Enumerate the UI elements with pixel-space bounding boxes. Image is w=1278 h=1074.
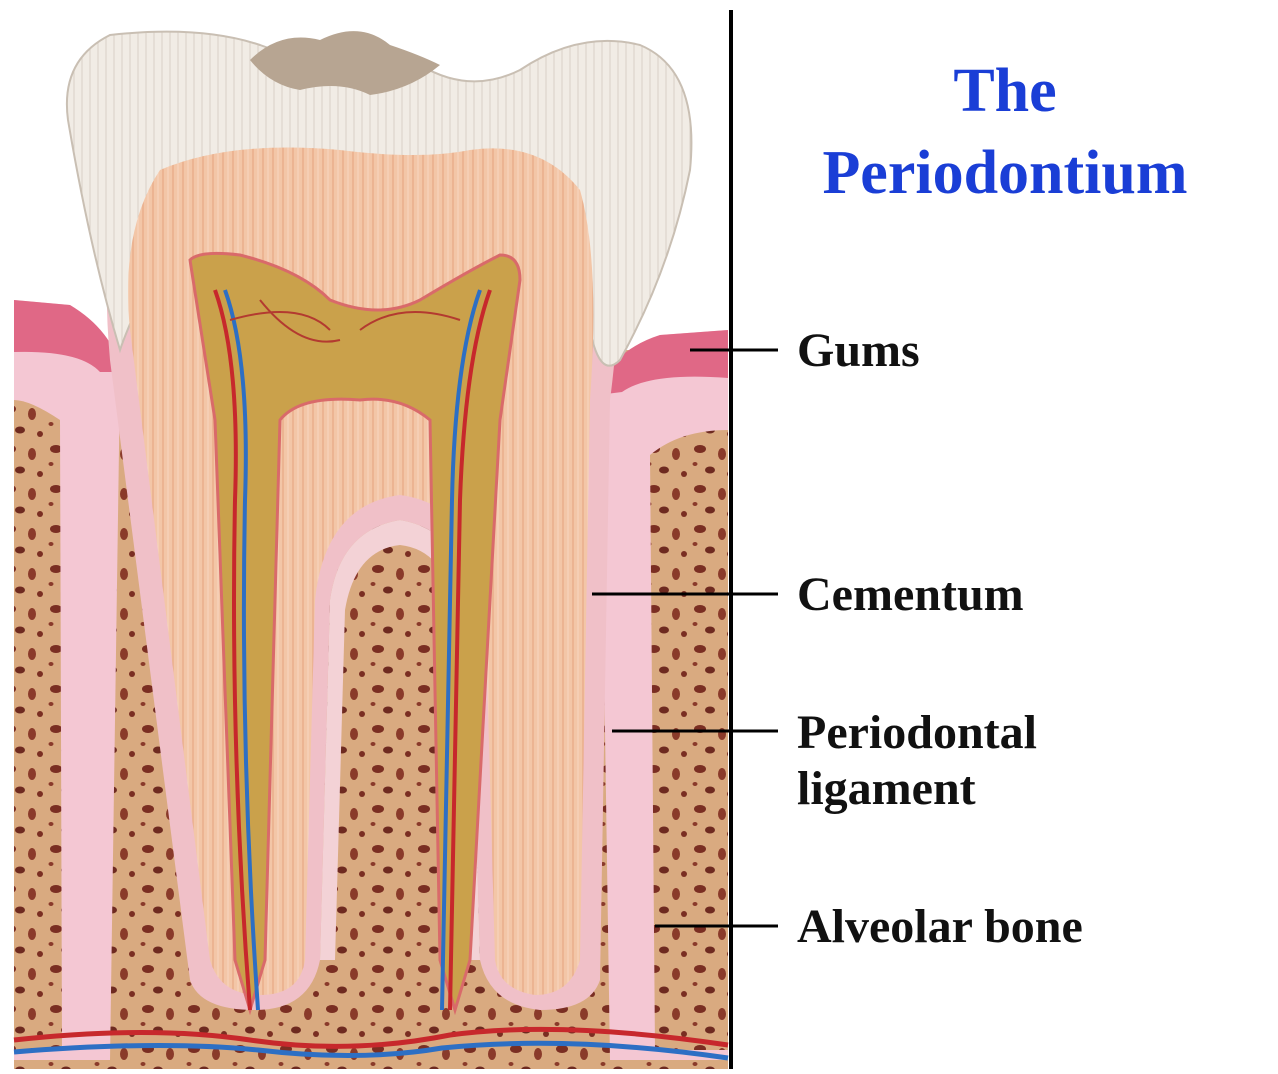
title-line-1: The xyxy=(735,60,1275,122)
label-cementum: Cementum xyxy=(797,568,1024,622)
label-periodontal-ligament-line2: ligament xyxy=(797,762,976,816)
label-periodontal-ligament-line1: Periodontal xyxy=(797,706,1037,760)
title-line-2: Periodontium xyxy=(735,142,1275,204)
label-alveolar-bone: Alveolar bone xyxy=(797,900,1083,954)
label-gums: Gums xyxy=(797,324,920,378)
